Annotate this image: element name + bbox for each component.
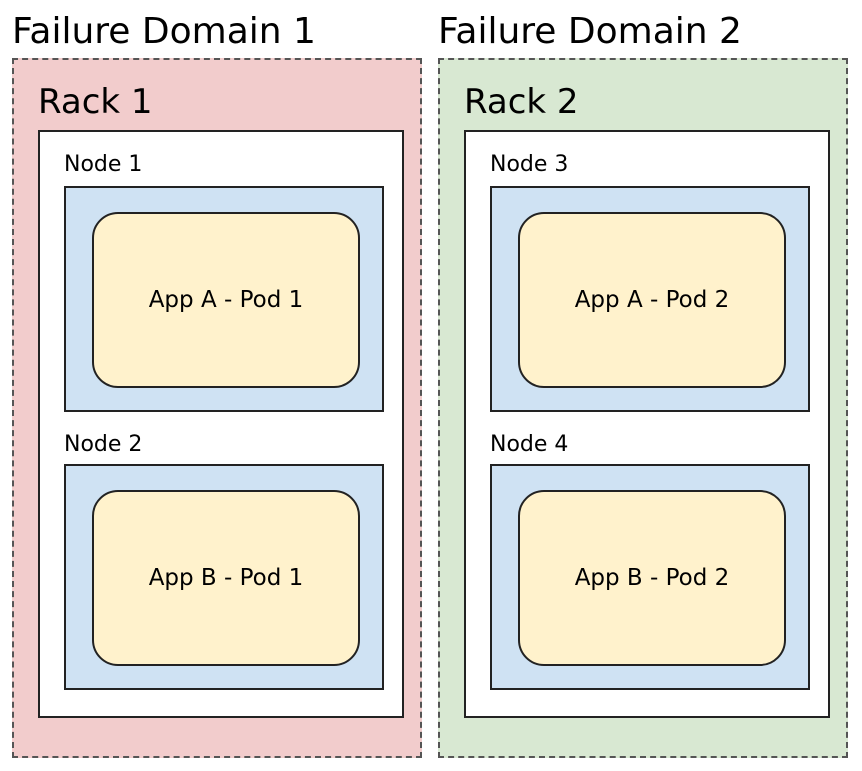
node-3-label: Node 3 [490,152,569,177]
pod-app-b-2: App B - Pod 2 [518,490,786,666]
pod-app-a-1: App A - Pod 1 [92,212,360,388]
rack-2: Node 3 App A - Pod 2 Node 4 App B - Pod … [464,130,830,718]
node-2-label: Node 2 [64,432,143,457]
node-1-label: Node 1 [64,152,143,177]
pod-app-a-2: App A - Pod 2 [518,212,786,388]
failure-domain-1: Rack 1 Node 1 App A - Pod 1 Node 2 App B… [12,58,422,758]
node-4-label: Node 4 [490,432,569,457]
node-4: App B - Pod 2 [490,464,810,690]
node-2: App B - Pod 1 [64,464,384,690]
rack-1-title: Rack 1 [38,82,153,122]
pod-app-b-1-label: App B - Pod 1 [148,565,304,591]
pod-app-b-2-label: App B - Pod 2 [574,565,730,591]
rack-1: Node 1 App A - Pod 1 Node 2 App B - Pod … [38,130,404,718]
pod-app-a-2-label: App A - Pod 2 [574,287,730,313]
rack-2-title: Rack 2 [464,82,579,122]
failure-domain-1-title: Failure Domain 1 [12,11,316,52]
failure-domain-2: Rack 2 Node 3 App A - Pod 2 Node 4 App B… [438,58,848,758]
node-3: App A - Pod 2 [490,186,810,412]
failure-domain-2-title: Failure Domain 2 [438,11,742,52]
pod-app-a-1-label: App A - Pod 1 [148,287,304,313]
pod-app-b-1: App B - Pod 1 [92,490,360,666]
node-1: App A - Pod 1 [64,186,384,412]
